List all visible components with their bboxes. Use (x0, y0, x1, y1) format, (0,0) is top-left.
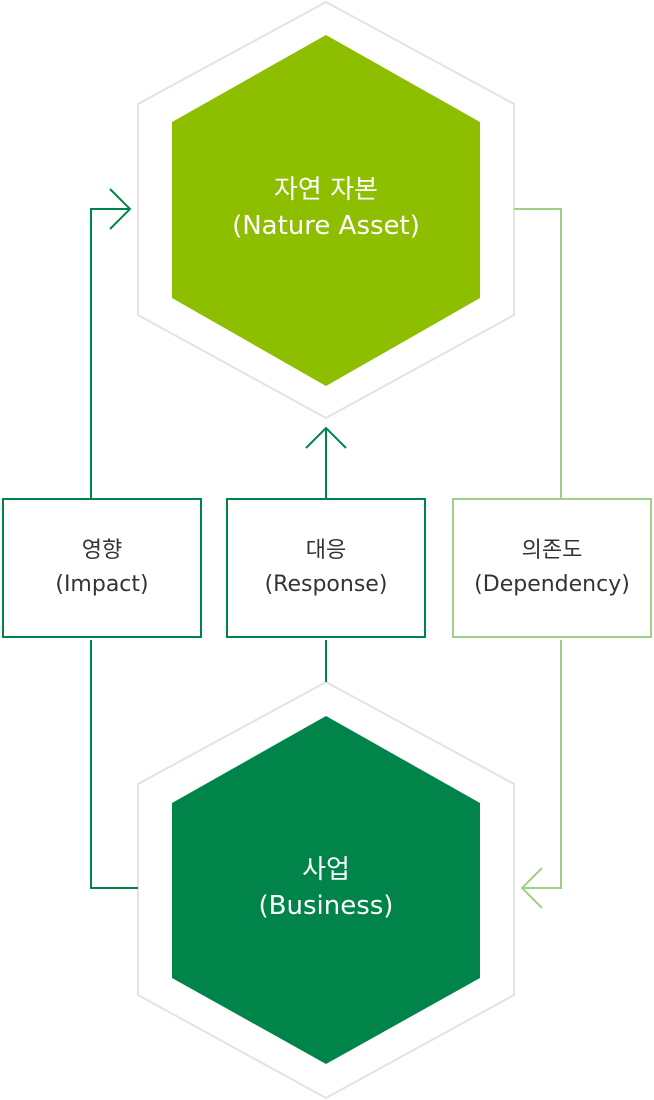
impact-arrow (90, 188, 138, 889)
impact-title: 영향 (81, 538, 123, 563)
dependency-subtitle: (Dependency) (474, 572, 630, 597)
business-title: 사업 (302, 855, 350, 885)
business-hex (172, 716, 480, 1064)
response-title: 대응 (305, 538, 347, 563)
nature-asset-label: 자연 자본 (Nature Asset) (172, 172, 480, 244)
response-box: 대응 (Response) (226, 498, 426, 638)
response-arrow (305, 426, 347, 682)
response-subtitle: (Response) (264, 572, 388, 597)
business-subtitle: (Business) (258, 891, 394, 921)
impact-box: 영향 (Impact) (2, 498, 202, 638)
impact-subtitle: (Impact) (55, 572, 149, 597)
dependency-title: 의존도 (521, 538, 583, 563)
dependency-box: 의존도 (Dependency) (452, 498, 652, 638)
dependency-arrow (514, 208, 562, 909)
nature-subtitle: (Nature Asset) (232, 211, 420, 241)
nature-title: 자연 자본 (274, 175, 378, 205)
nature-hex (172, 35, 480, 386)
business-label: 사업 (Business) (172, 852, 480, 924)
